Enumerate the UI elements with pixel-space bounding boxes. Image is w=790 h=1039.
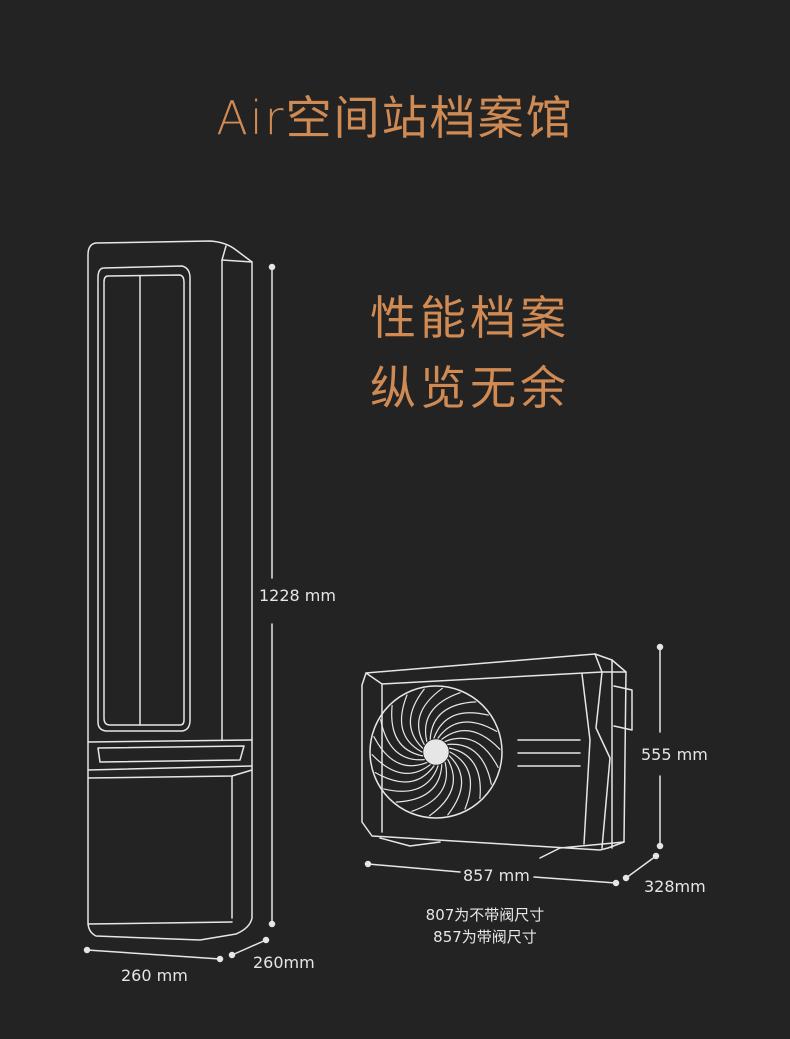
size-note-line-2: 857为带阀尺寸 [433,928,537,946]
fan-blade [391,704,424,757]
fan-blade [411,762,447,812]
outdoor-unit-drawing [361,653,633,859]
slogan-line-1: 性能档案 [370,291,570,345]
outdoor-depth-label: 328mm [644,877,706,896]
page-title: Air空间站档案馆 [216,91,574,145]
fan-blade [409,688,425,749]
fan-blade [425,692,461,742]
fan-blades [371,687,501,817]
fan-blade [429,759,455,817]
indoor-depth-label: 260mm [253,953,315,972]
fan-blade [395,764,443,803]
fan-blade [373,736,428,767]
size-note: 807为不带阀尺寸 857为带阀尺寸 [385,904,585,948]
size-note-line-1: 807为不带阀尺寸 [425,906,545,924]
outdoor-height-label: 555 mm [641,745,708,764]
indoor-dimension-lines [83,263,276,963]
outdoor-width-label: 857 mm [463,866,530,885]
fan-blade [447,743,492,785]
fan-blade [437,721,498,739]
fan-blade [400,694,423,753]
indoor-unit-drawing [87,240,253,941]
fan-blade [441,730,501,750]
indoor-height-label: 1228 mm [259,586,336,605]
fan-blade [371,754,431,774]
indoor-width-label: 260 mm [121,966,188,985]
fan-blade [374,765,435,783]
slogan-line-2: 纵览无余 [370,361,570,415]
outdoor-dimension-lines [364,643,664,887]
fan-blade [433,712,489,739]
fan-blade [448,747,481,800]
fan-blade [449,751,472,810]
fan-blade [380,719,425,761]
fan-blade [429,701,477,740]
fan-blade [444,737,499,768]
fan-blade [417,687,443,745]
fan-blade [383,765,439,792]
fan-blade [447,755,463,816]
